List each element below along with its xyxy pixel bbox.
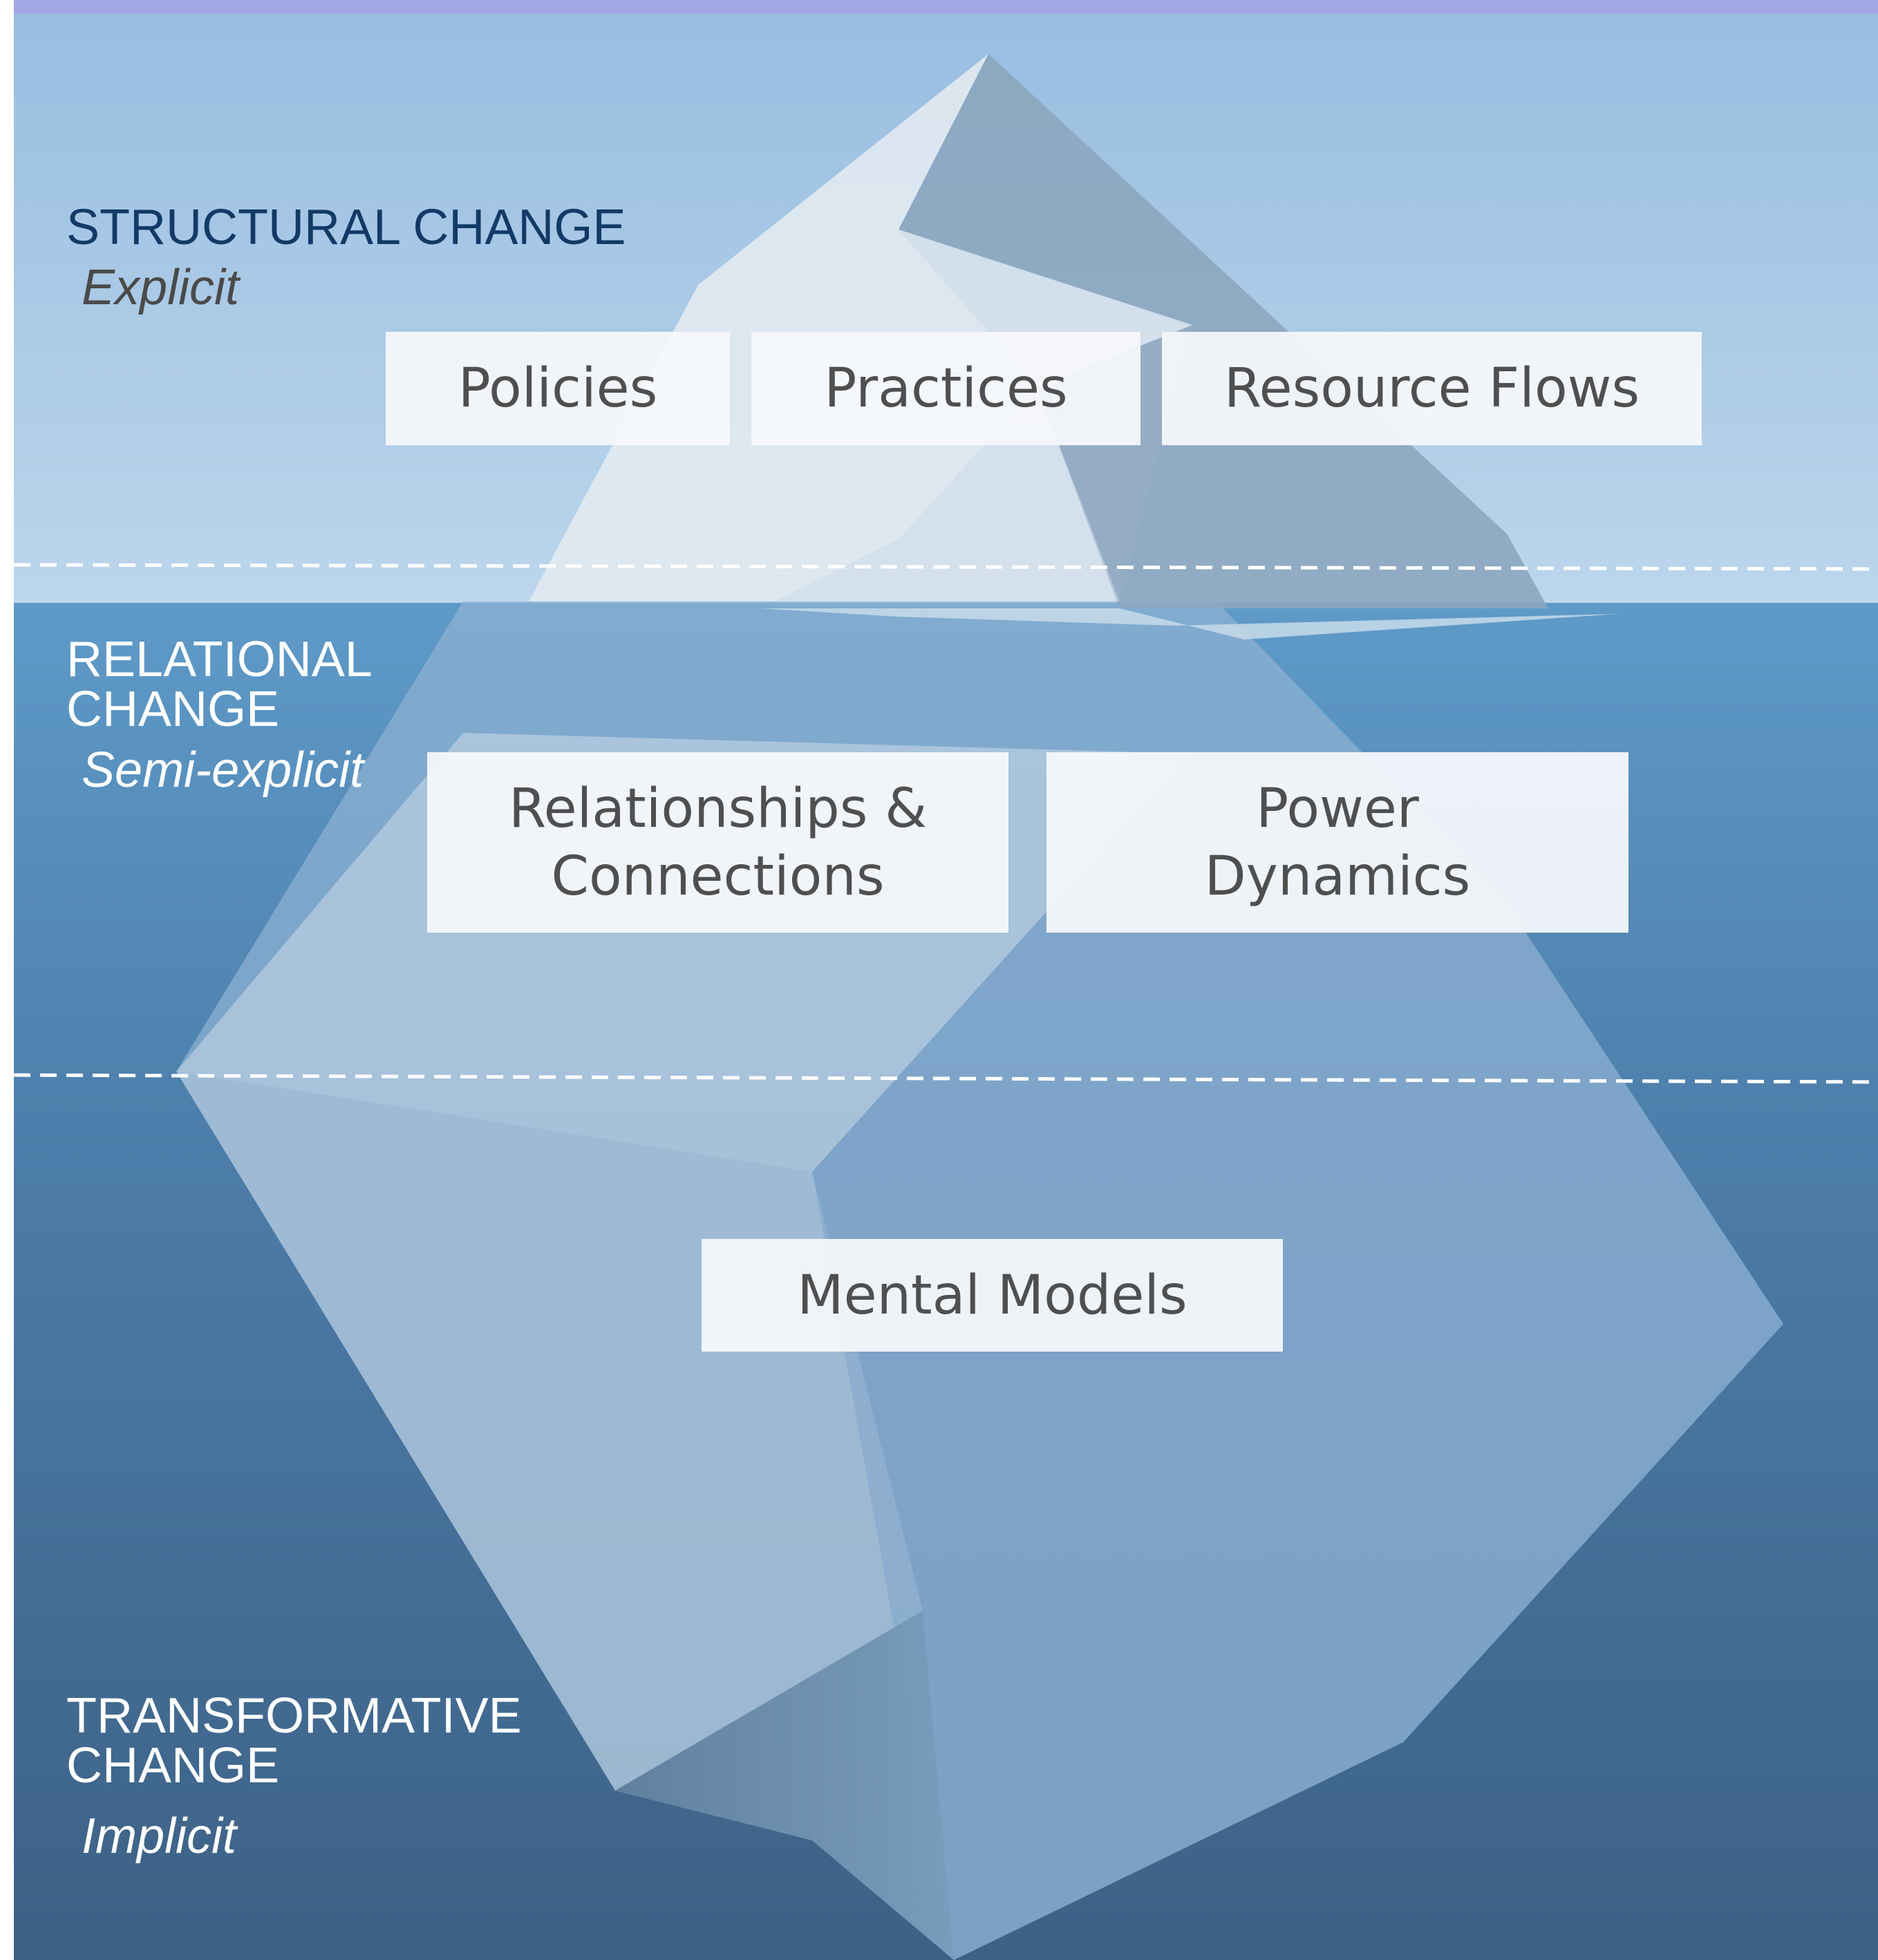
card-mental-models: Mental Models bbox=[702, 1239, 1283, 1352]
iceberg-tip-inner-facet bbox=[774, 230, 1192, 601]
top-band bbox=[0, 0, 1878, 14]
divider-surface bbox=[13, 563, 1878, 571]
level-subtitle-explicit: Explicit bbox=[82, 260, 240, 315]
level-title-relational: RELATIONAL CHANGE bbox=[66, 632, 373, 737]
level-title-structural: STRUCTURAL CHANGE bbox=[66, 200, 626, 255]
iceberg-bottom-shadow bbox=[615, 1611, 954, 1960]
divider-deep bbox=[13, 1073, 1878, 1084]
iceberg-right-facet bbox=[812, 754, 1783, 1960]
level-title-transformative: TRANSFORMATIVE CHANGE bbox=[66, 1688, 522, 1793]
card-practices: Practices bbox=[751, 332, 1140, 445]
iceberg-waterline-sliver bbox=[760, 608, 1617, 640]
left-margin bbox=[0, 0, 14, 1960]
card-resource-flows: Resource Flows bbox=[1162, 332, 1702, 445]
card-relationships-connections: Relationships & Connections bbox=[427, 752, 1008, 933]
level-subtitle-implicit: Implicit bbox=[82, 1809, 237, 1864]
card-power-dynamics: Power Dynamics bbox=[1046, 752, 1628, 933]
card-policies: Policies bbox=[386, 332, 730, 445]
iceberg-tip-shadow bbox=[899, 54, 1548, 608]
level-subtitle-semi-explicit: Semi-explicit bbox=[82, 743, 364, 798]
